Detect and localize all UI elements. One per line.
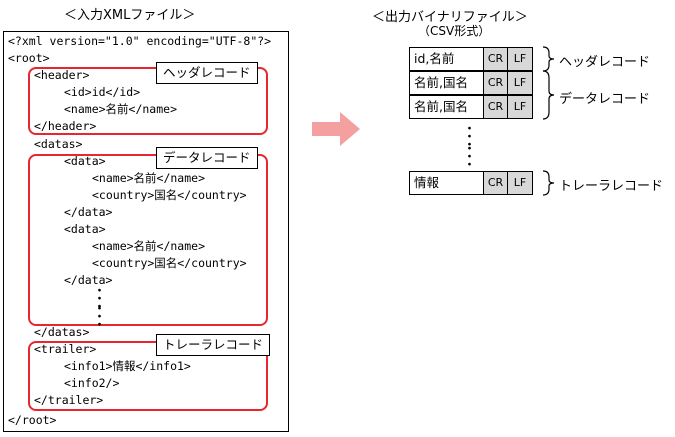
continuation-dots: ・・・ xyxy=(463,122,477,153)
csv-header-record: id,名前 CR LF xyxy=(409,47,533,71)
xml-line: </root> xyxy=(8,413,57,427)
conversion-arrow-icon xyxy=(312,112,360,146)
record-text: 名前,国名 xyxy=(410,72,484,94)
output-subtitle: （CSV形式） xyxy=(418,24,491,38)
trailer-record-label: トレーラレコード xyxy=(156,334,271,356)
xml-line: <info1>情報</info1> xyxy=(64,359,191,373)
continuation-dots: ・・・ xyxy=(93,302,107,333)
xml-line: </datas> xyxy=(34,325,90,339)
xml-line: <trailer> xyxy=(34,342,97,356)
record-text: 情報 xyxy=(410,172,484,194)
xml-line: <header> xyxy=(34,68,90,82)
xml-line: <datas> xyxy=(34,137,83,151)
csv-trailer-label: トレーラレコード xyxy=(559,179,664,194)
output-title: ＜出力バイナリファイル＞ xyxy=(372,10,528,25)
data-highlight xyxy=(28,154,268,326)
csv-trailer-record: 情報 CR LF xyxy=(409,171,533,195)
header-record-label: ヘッダレコード xyxy=(156,62,258,84)
xml-line: <name>名前</name> xyxy=(92,239,206,253)
xml-line: <info2/> xyxy=(64,376,120,390)
xml-line: <name>名前</name> xyxy=(92,171,206,185)
xml-line: <id>id</id> xyxy=(64,85,141,99)
continuation-dots: ・・・ xyxy=(463,142,477,173)
xml-line: </header> xyxy=(34,119,97,133)
xml-line: <country>国名</country> xyxy=(92,256,247,270)
trailer-brace-icon xyxy=(542,170,555,196)
input-title: ＜入力XMLファイル＞ xyxy=(64,8,196,23)
xml-line: <?xml version="1.0" encoding="UTF-8"?> xyxy=(8,34,272,48)
data-record-label: データレコード xyxy=(156,147,258,169)
csv-data-record: 名前,国名 CR LF xyxy=(409,95,533,119)
xml-line: </data> xyxy=(64,205,113,219)
csv-data-record: 名前,国名 CR LF xyxy=(409,71,533,95)
xml-line: <data> xyxy=(64,222,106,236)
lf-cell: LF xyxy=(508,72,532,94)
xml-line: </trailer> xyxy=(34,393,104,407)
cr-cell: CR xyxy=(484,48,508,70)
continuation-dots: ・・・ xyxy=(93,284,107,315)
csv-data-label: データレコード xyxy=(559,92,651,107)
record-text: id,名前 xyxy=(410,48,484,70)
cr-cell: CR xyxy=(484,72,508,94)
csv-header-label: ヘッダレコード xyxy=(559,55,651,70)
xml-file-box: <?xml version="1.0" encoding="UTF-8"?> <… xyxy=(3,31,289,432)
lf-cell: LF xyxy=(508,96,532,118)
xml-line: <country>国名</country> xyxy=(92,188,247,202)
cr-cell: CR xyxy=(484,172,508,194)
lf-cell: LF xyxy=(508,172,532,194)
xml-line: <name>名前</name> xyxy=(64,102,178,116)
cr-cell: CR xyxy=(484,96,508,118)
data-brace-icon xyxy=(542,70,555,120)
trailer-highlight xyxy=(28,341,268,411)
xml-line: <root> xyxy=(8,51,50,65)
record-text: 名前,国名 xyxy=(410,96,484,118)
xml-line: </data> xyxy=(64,273,113,287)
header-highlight xyxy=(28,67,268,135)
lf-cell: LF xyxy=(508,48,532,70)
xml-line: <data> xyxy=(64,154,106,168)
header-brace-icon xyxy=(542,46,555,72)
